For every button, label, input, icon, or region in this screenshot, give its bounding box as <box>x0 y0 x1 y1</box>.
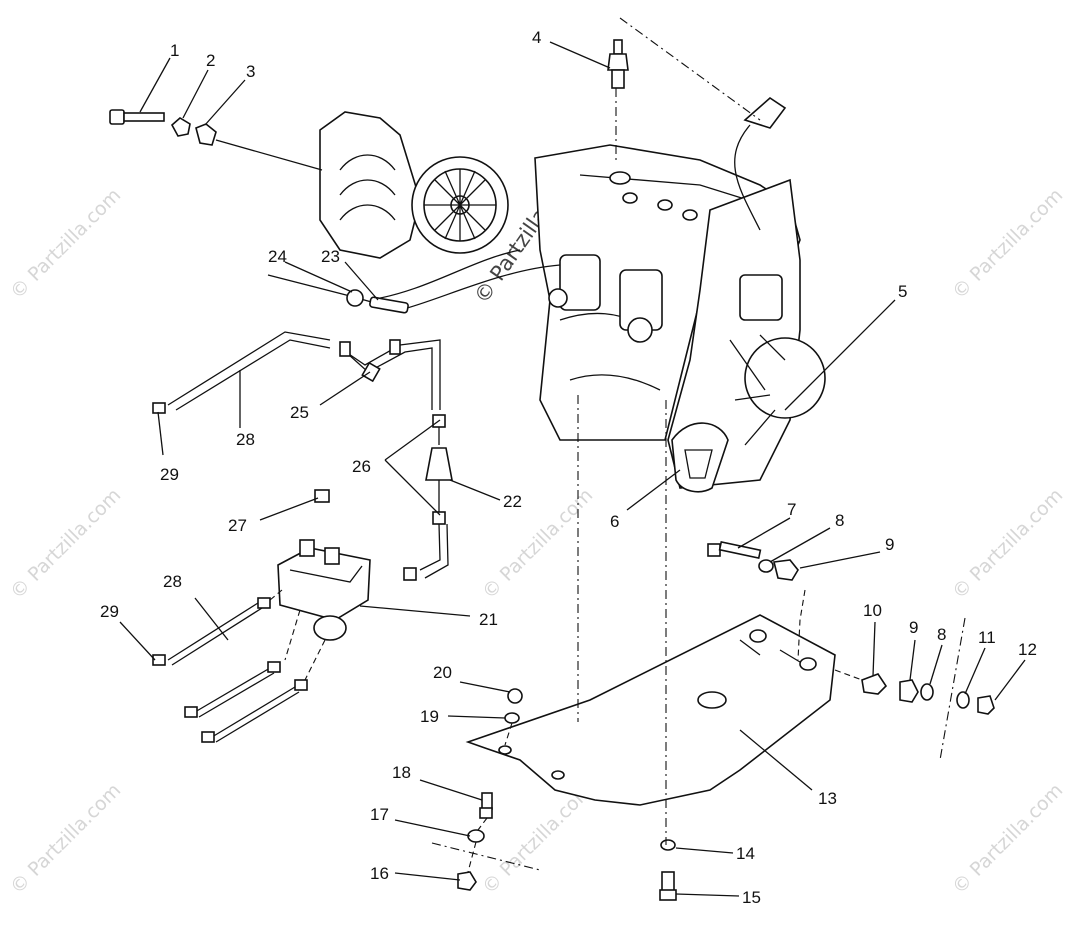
callout-22: 22 <box>503 492 522 511</box>
leader-lines <box>119 41 1026 897</box>
fuel-pump <box>277 489 371 641</box>
callout-13: 13 <box>818 789 837 808</box>
callout-17: 17 <box>370 805 389 824</box>
callout-21: 21 <box>479 610 498 629</box>
watermark-5: © Partzilla.com <box>948 484 1067 603</box>
watermark-6: © Partzilla.com <box>6 779 125 898</box>
callout-20: 20 <box>433 663 452 682</box>
callout-8b: 8 <box>937 625 946 644</box>
callout-10: 10 <box>863 601 882 620</box>
callout-14: 14 <box>736 844 755 863</box>
engine <box>534 144 826 493</box>
watermark-3: © Partzilla.com <box>6 484 125 603</box>
watermark-7: © Partzilla.com <box>478 779 597 898</box>
callout-27: 27 <box>228 516 247 535</box>
mount-plate <box>465 614 836 806</box>
callout-23: 23 <box>321 247 340 266</box>
callout-3: 3 <box>246 62 255 81</box>
watermarks: © Partzilla.com © Partzilla.com © Partzi… <box>6 161 1067 898</box>
watermark-1: © Partzilla.com <box>6 184 125 303</box>
callout-7: 7 <box>787 500 796 519</box>
drive-clutch <box>319 111 509 259</box>
callout-12: 12 <box>1018 640 1037 659</box>
callout-11: 11 <box>978 628 996 647</box>
callout-4: 4 <box>532 28 541 47</box>
callout-6: 6 <box>610 512 619 531</box>
callout-24: 24 <box>268 247 287 266</box>
watermark-8: © Partzilla.com <box>948 779 1067 898</box>
watermark-2: © Partzilla.com <box>948 184 1067 303</box>
callouts: 1 2 3 4 5 6 7 8 9 10 9 8 11 12 13 14 15 … <box>100 28 1037 907</box>
callout-9a: 9 <box>885 535 894 554</box>
callout-26: 26 <box>352 457 371 476</box>
callout-8a: 8 <box>835 511 844 530</box>
callout-2: 2 <box>206 51 215 70</box>
callout-28b: 28 <box>163 572 182 591</box>
callout-15: 15 <box>742 888 761 907</box>
callout-28a: 28 <box>236 430 255 449</box>
callout-9b: 9 <box>909 618 918 637</box>
callout-29a: 29 <box>160 465 179 484</box>
callout-5: 5 <box>898 282 907 301</box>
callout-19: 19 <box>420 707 439 726</box>
callout-16: 16 <box>370 864 389 883</box>
callout-18: 18 <box>392 763 411 782</box>
callout-25: 25 <box>290 403 309 422</box>
callout-29b: 29 <box>100 602 119 621</box>
spark-plug <box>607 39 629 89</box>
callout-1: 1 <box>170 41 179 60</box>
watermark-4: © Partzilla.com <box>478 484 597 603</box>
